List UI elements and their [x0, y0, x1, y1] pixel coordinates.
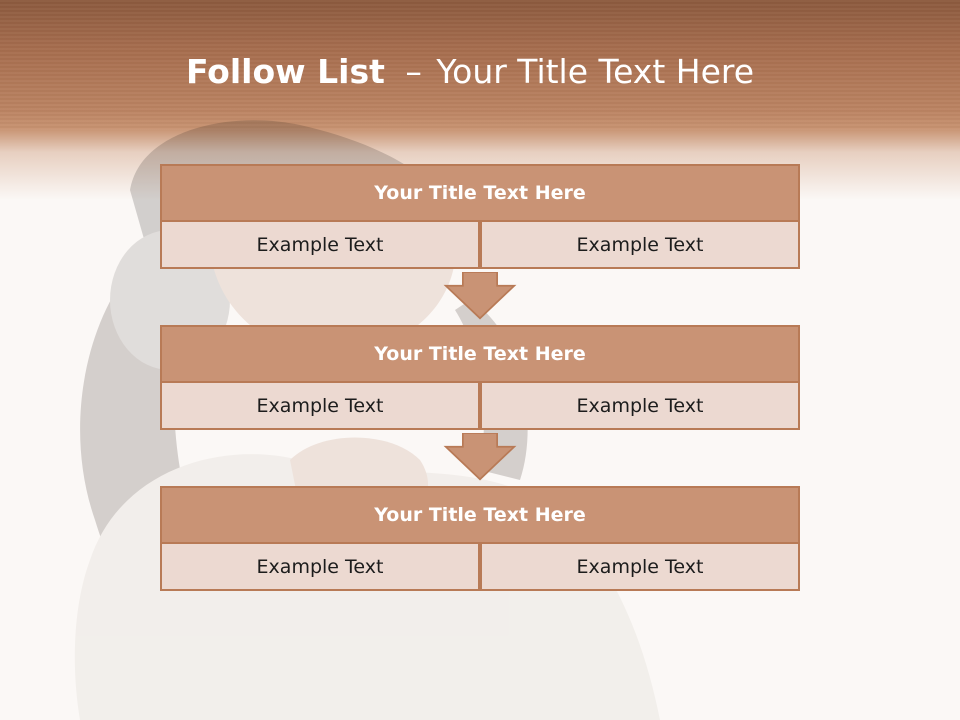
block-1-title: Your Title Text Here: [160, 164, 800, 222]
block-2-left-cell: Example Text: [160, 381, 480, 430]
follow-block-1: Your Title Text Here Example Text Exampl…: [160, 164, 800, 269]
block-1-left-cell: Example Text: [160, 220, 480, 269]
block-3-title: Your Title Text Here: [160, 486, 800, 544]
slide-title: Follow List – Your Title Text Here: [0, 52, 940, 91]
down-arrow-icon: [443, 272, 517, 320]
block-3-right-cell: Example Text: [480, 542, 800, 591]
down-arrow-icon: [443, 433, 517, 481]
block-2-title: Your Title Text Here: [160, 325, 800, 383]
block-3-left-cell: Example Text: [160, 542, 480, 591]
follow-block-2: Your Title Text Here Example Text Exampl…: [160, 325, 800, 430]
block-2-right-cell: Example Text: [480, 381, 800, 430]
slide-title-rest: Your Title Text Here: [436, 52, 755, 91]
slide-title-bold: Follow List: [185, 52, 385, 91]
slide-title-dash: –: [405, 52, 422, 91]
follow-block-3: Your Title Text Here Example Text Exampl…: [160, 486, 800, 591]
block-1-right-cell: Example Text: [480, 220, 800, 269]
